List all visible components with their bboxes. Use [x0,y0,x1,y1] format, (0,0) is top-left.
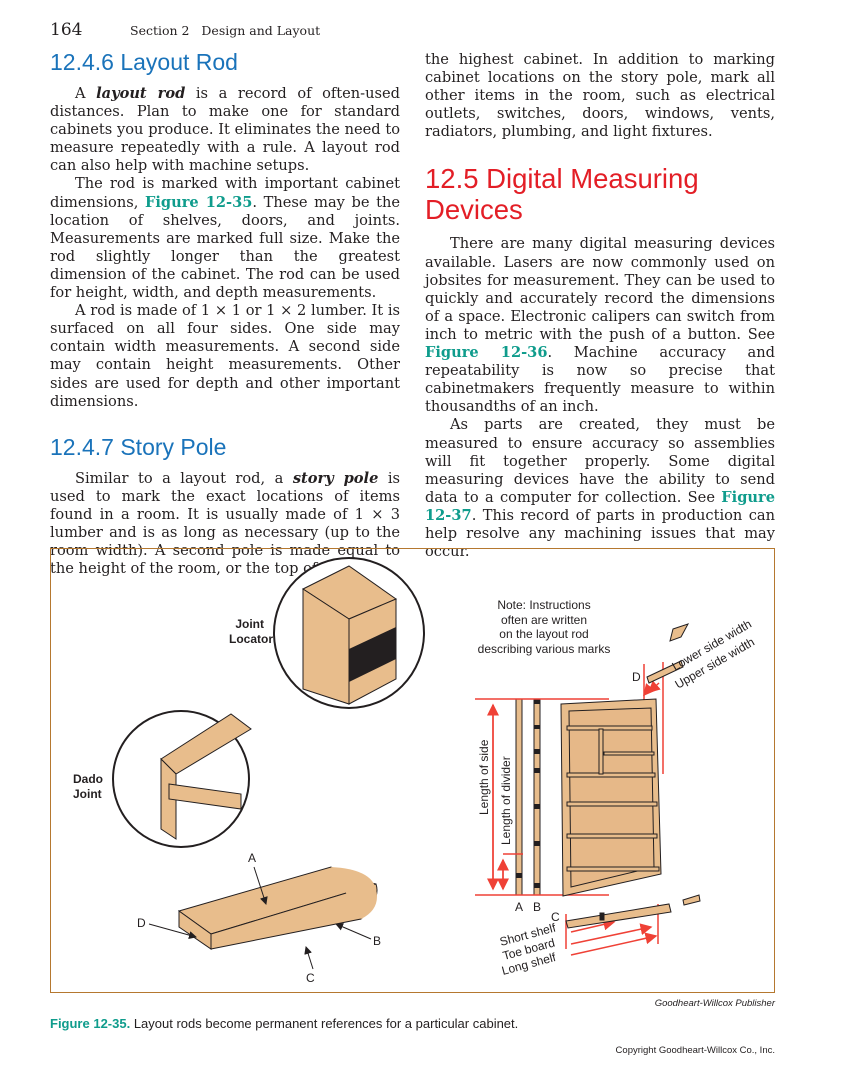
figure-reference[interactable]: Figure 12-36 [425,344,548,362]
figure-12-35: Joint Locator Dado Joint A D B C Note: I… [50,548,775,993]
section-title: Section 2 Design and Layout [130,23,321,38]
section-heading: 12.4.6 Layout Rod [50,49,238,75]
label-length-of-divider: Length of divider [499,756,513,845]
label-joint: Joint [235,617,264,631]
caption-label: Figure 12-35. [50,1016,131,1031]
text-run: is used to mark the exact locations of i… [50,469,400,578]
right-column: the highest cabinet. In addition to mark… [425,51,775,561]
text-run: is a record of often-used distances. Pla… [50,85,400,175]
paragraph: There are many digital measuring devices… [425,235,775,416]
note: Note: Instructions often are written on … [478,598,611,656]
label-locator: Locator [229,632,273,646]
label-d: D [137,916,146,930]
text-run: As parts are created, they must be measu… [425,416,775,506]
caption-text: Layout rods become permanent references … [133,1016,519,1031]
note-line: describing various marks [478,642,611,656]
dimension-lines [475,662,664,956]
label-rod-a: A [515,900,523,914]
text-run: The rod is marked with important cabinet… [50,175,400,211]
joint-locator-detail: Joint Locator [229,557,425,709]
text-run: . Machine accuracy and repeatability is … [425,344,775,416]
text-run: Similar to a layout rod, a [75,469,293,487]
text-run: . These may be the location of shelves, … [50,193,400,302]
note-line: Note: Instructions [497,598,590,612]
note-line: on the layout rod [499,627,588,641]
figure-reference[interactable]: Figure 12-37 [425,488,775,524]
running-header: 164 Section 2 Design and Layout [50,20,320,40]
copyright: Copyright Goodheart-Willcox Co., Inc. [615,1045,775,1056]
rods: A B [515,698,541,914]
label-rod-b: B [533,900,541,914]
note-line: often are written [501,613,587,627]
label-length-of-side: Length of side [477,739,491,815]
key-term: layout rod [96,85,186,102]
cabinet [560,698,662,897]
text-run: A [75,85,97,102]
paragraph: A layout rod is a record of often-used d… [50,85,400,175]
label-b: B [373,934,381,948]
width-rod-pieces [565,623,701,929]
paragraph: A rod is made of 1 × 1 or 1 × 2 lumber. … [50,302,400,411]
text-run: There are many digital measuring devices… [425,235,775,343]
paragraph: The rod is marked with important cabinet… [50,175,400,302]
text-run: the highest cabinet. In addition to mark… [425,51,775,141]
label-width-d: D [632,670,641,684]
label-c: C [306,971,315,985]
text-run: A rod is made of 1 × 1 or 1 × 2 lumber. … [50,302,400,410]
figure-credit: Goodheart-Willcox Publisher [654,998,775,1009]
label-a: A [248,851,256,865]
paragraph: the highest cabinet. In addition to mark… [425,51,775,141]
layout-rod-board: A D B C [137,851,381,985]
figure-illustration: Joint Locator Dado Joint A D B C Note: I… [73,557,757,985]
paragraph: Similar to a layout rod, a story pole is… [50,470,400,579]
dado-joint-detail: Dado Joint [73,710,252,848]
text-run: . This record of parts in production can… [425,506,775,561]
label-dado: Dado [73,772,103,786]
label-width-c: C [551,910,560,924]
key-term: story pole [292,469,379,487]
label-joint-2: Joint [73,787,102,801]
section-heading: 12.4.7 Story Pole [50,433,227,460]
section-heading: 12.5 Digital Measuring Devices [425,163,699,226]
figure-reference[interactable]: Figure 12-35 [144,193,253,211]
paragraph: As parts are created, they must be measu… [425,416,775,561]
page-number: 164 [50,20,83,40]
figure-caption: Figure 12-35. Layout rods become permane… [50,1016,518,1031]
